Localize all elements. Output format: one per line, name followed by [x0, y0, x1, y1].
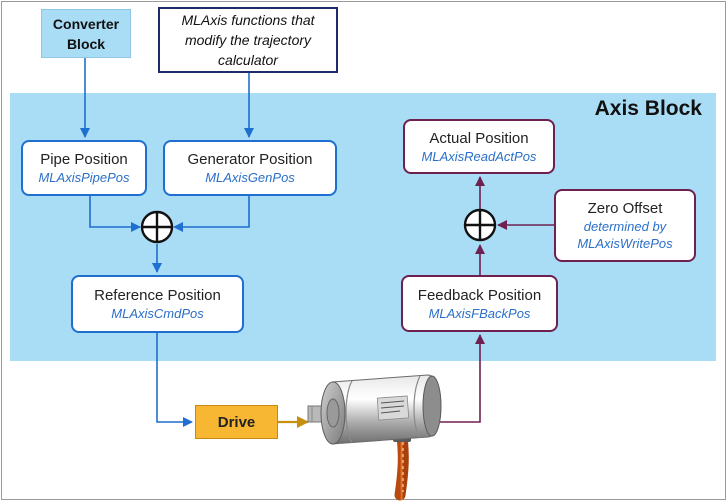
- generator-to-sum-arrow: [173, 196, 250, 232]
- actual-position-title: Actual Position: [429, 129, 529, 147]
- zero-offset-line2: MLAxisWritePos: [577, 236, 673, 251]
- generator-position-function: MLAxisGenPos: [205, 170, 295, 185]
- reference-position-box: Reference Position MLAxisCmdPos: [71, 275, 244, 333]
- actual-position-function: MLAxisReadActPos: [421, 148, 537, 164]
- trajectory-functions-note: MLAxis functions that modify the traject…: [158, 7, 338, 73]
- feedback-position-function: MLAxisFBackPos: [428, 305, 531, 321]
- command-summing-junction-icon: [140, 210, 174, 244]
- feedback-position-title: Feedback Position: [417, 286, 542, 304]
- pipe-to-sum-arrow: [89, 196, 141, 232]
- reference-to-drive-arrow: [156, 333, 193, 427]
- generator-position-box: Generator Position MLAxisGenPos: [163, 140, 337, 196]
- feedback-summing-junction-icon: [463, 208, 497, 242]
- motor-encoder-icon: [307, 374, 442, 501]
- zero-offset-box: Zero Offset determined by MLAxisWritePos: [554, 189, 696, 262]
- reference-position-title: Reference Position: [94, 287, 221, 304]
- generator-position-title: Generator Position: [187, 151, 313, 168]
- converter-block: Converter Block: [41, 9, 131, 58]
- motor-to-feedback-arrow: [440, 334, 485, 423]
- pipe-position-title: Pipe Position: [40, 151, 128, 168]
- zero-offset-line1: determined by: [583, 219, 667, 234]
- zero-offset-title: Zero Offset: [587, 200, 663, 217]
- drive-block: Drive: [195, 405, 278, 439]
- feedback-position-box: Feedback Position MLAxisFBackPos: [401, 275, 558, 332]
- actual-position-box: Actual Position MLAxisReadActPos: [403, 119, 555, 174]
- axis-block-title: Axis Block: [594, 97, 702, 120]
- pipe-position-box: Pipe Position MLAxisPipePos: [21, 140, 147, 196]
- pipe-position-function: MLAxisPipePos: [38, 170, 130, 185]
- reference-position-function: MLAxisCmdPos: [111, 306, 204, 321]
